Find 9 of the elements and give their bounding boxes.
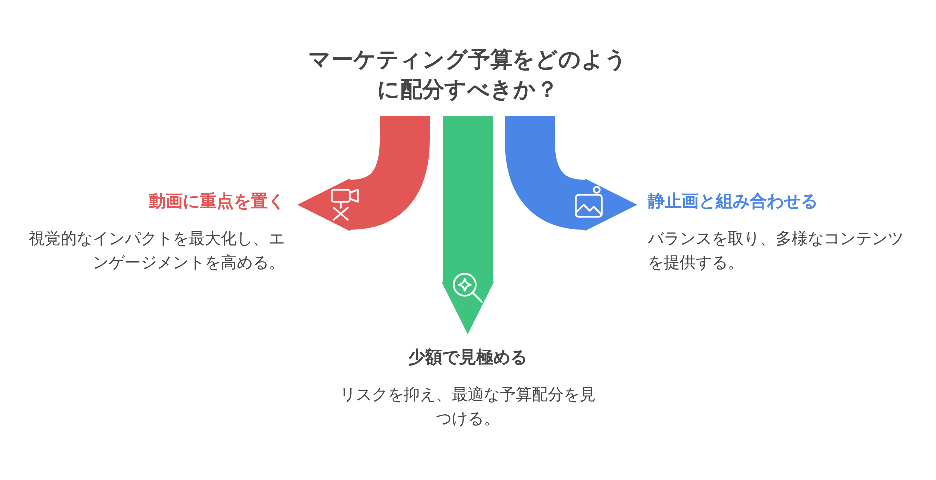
option-heading: 静止画と組み合わせる (648, 191, 819, 213)
option-description: リスクを抑え、最適な予算配分を見つける。 (339, 384, 597, 430)
option-description: バランスを取り、多様なコンテンツを提供する。 (648, 228, 905, 274)
option-heading: 動画に重点を置く (148, 191, 285, 213)
option-heading: 少額で見極める (408, 347, 528, 369)
question-heading: マーケティング予算をどのように配分すべきか？ (308, 47, 628, 105)
option-description: 視覚的なインパクトを最大化し、エンゲージメントを高める。 (28, 228, 285, 274)
curved-arrow (505, 115, 638, 232)
curved-arrow (298, 115, 430, 232)
